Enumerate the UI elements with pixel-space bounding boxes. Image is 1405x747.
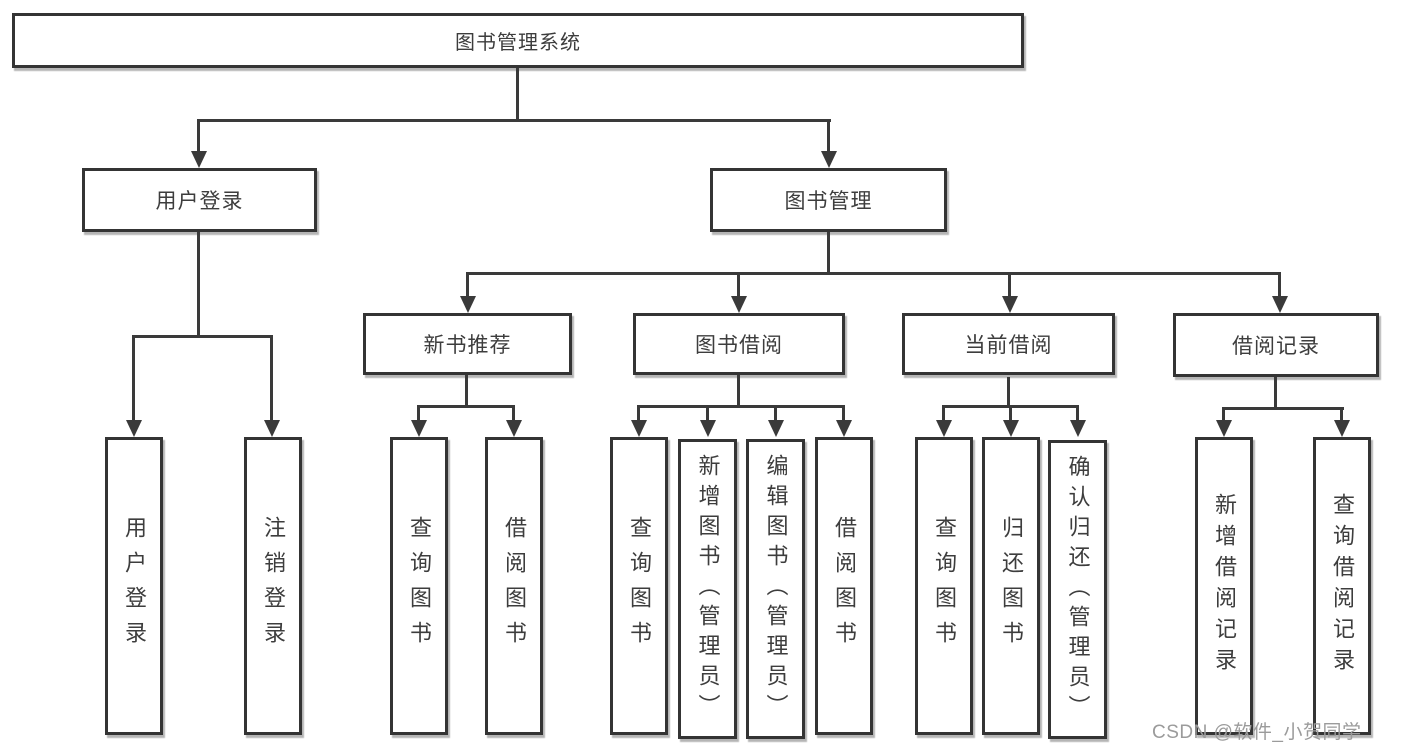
connector-l3-rail [466,272,1281,275]
connector-drop [1340,407,1343,421]
leaf-confirm-return-admin: 确认归还（管理员） [1048,440,1107,739]
connector-drop [1076,405,1079,421]
connector-stem [1274,377,1277,407]
connector-drop [1222,407,1225,421]
arrowhead-icon [1003,420,1019,437]
arrowhead-icon [700,420,716,437]
arrowhead-icon [821,151,837,168]
leaf-return-books: 归还图书 [982,437,1040,735]
connector-drop [512,405,515,421]
arrowhead-icon [1070,420,1086,437]
node-user-login: 用户登录 [82,168,317,232]
leaf-query-books-recommend: 查询图书 [390,437,448,735]
arrowhead-icon [631,420,647,437]
connector-root-stem [516,68,519,119]
connector-rail [132,335,273,338]
connector-stem [465,375,468,405]
leaf-query-books-current: 查询图书 [915,437,973,735]
connector-rail [1222,407,1344,410]
connector-l2-rail [197,119,831,122]
arrowhead-icon [1002,296,1018,313]
arrowhead-icon [1272,296,1288,313]
node-book-borrow: 图书借阅 [633,313,845,375]
node-root: 图书管理系统 [12,13,1024,68]
arrowhead-icon [731,296,747,313]
node-current-borrow: 当前借阅 [902,313,1115,375]
connector-drop [842,405,845,421]
connector-drop [270,335,273,421]
arrowhead-icon [411,420,427,437]
watermark: CSDN @软件_小贺同学 [1152,722,1362,743]
connector-drop [706,405,709,421]
arrowhead-icon [1216,420,1232,437]
connector-drop [197,119,200,152]
leaf-edit-books-admin: 编辑图书（管理员） [746,439,805,739]
arrowhead-icon [768,420,784,437]
connector-rail [417,405,515,408]
connector-drop [774,405,777,421]
arrowhead-icon [506,420,522,437]
leaf-query-borrow-record: 查询借阅记录 [1313,437,1371,735]
connector-drop [132,335,135,421]
arrowhead-icon [836,420,852,437]
connector-drop [466,272,469,298]
connector-stem [827,232,830,272]
connector-drop [1008,272,1011,298]
leaf-logout: 注销登录 [244,437,302,735]
arrowhead-icon [1334,420,1350,437]
connector-drop [417,405,420,421]
connector-drop [827,119,830,152]
connector-stem [737,375,740,405]
arrowhead-icon [936,420,952,437]
connector-drop [637,405,640,421]
connector-stem [197,232,200,335]
arrowhead-icon [126,420,142,437]
connector-drop [1009,405,1012,421]
connector-rail [637,405,845,408]
arrowhead-icon [460,296,476,313]
arrowhead-icon [191,151,207,168]
leaf-add-books-admin: 新增图书（管理员） [678,439,737,739]
leaf-add-borrow-record: 新增借阅记录 [1195,437,1253,735]
node-book-management: 图书管理 [710,168,947,232]
connector-drop [1278,272,1281,298]
leaf-user-login: 用户登录 [105,437,163,735]
leaf-borrow-books-recommend: 借阅图书 [485,437,543,735]
leaf-query-books-borrow: 查询图书 [610,437,668,735]
arrowhead-icon [264,420,280,437]
leaf-borrow-books: 借阅图书 [815,437,873,735]
node-borrow-records: 借阅记录 [1173,313,1379,377]
connector-stem [1007,377,1010,405]
connector-drop [942,405,945,421]
connector-drop [737,272,740,298]
node-new-book-recommend: 新书推荐 [363,313,572,375]
